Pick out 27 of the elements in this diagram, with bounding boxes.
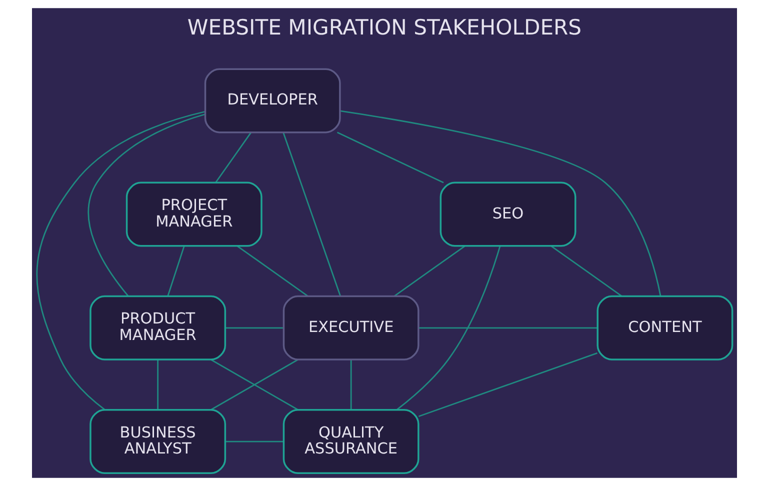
connector xyxy=(418,327,598,329)
node-box: CONTENT xyxy=(596,295,733,360)
connector xyxy=(36,110,205,410)
node-box: QUALITY ASSURANCE xyxy=(282,409,419,474)
node-box: EXECUTIVE xyxy=(282,295,419,360)
node-box: DEVELOPER xyxy=(204,68,340,134)
connector xyxy=(340,110,661,296)
connector xyxy=(282,132,340,296)
connector xyxy=(210,359,298,410)
connector xyxy=(393,246,465,297)
connector xyxy=(350,360,352,410)
connector xyxy=(236,246,308,297)
node-box: PRODUCT MANAGER xyxy=(89,295,226,360)
connector xyxy=(224,440,283,442)
node-box: SEO xyxy=(439,182,576,247)
connector xyxy=(336,132,444,184)
node-box: BUSINESS ANALYST xyxy=(89,409,226,474)
node-box: PROJECT MANAGER xyxy=(125,182,262,247)
connector xyxy=(224,327,283,329)
connector xyxy=(396,246,500,410)
connector xyxy=(166,246,184,296)
connector xyxy=(418,352,597,418)
connector xyxy=(214,132,252,183)
connector xyxy=(156,360,158,410)
connector xyxy=(550,246,622,297)
connector xyxy=(87,114,205,296)
diagram-title: WEBSITE MIGRATION STAKEHOLDERS xyxy=(186,14,582,40)
